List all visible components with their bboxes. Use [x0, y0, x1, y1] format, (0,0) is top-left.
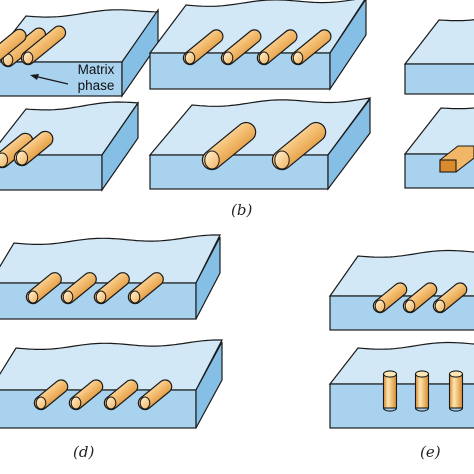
block-e-top	[328, 249, 474, 331]
block-a-bottom	[0, 101, 140, 192]
fiber	[432, 282, 468, 314]
fiber-end-cap	[27, 290, 39, 304]
matrix-phase-annotation: Matrix phase	[70, 62, 122, 94]
matrix-front-face	[149, 154, 329, 190]
vertical-fiber-top	[382, 370, 398, 378]
fiber-end-cap	[139, 396, 151, 410]
vertical-fiber-base	[382, 407, 398, 412]
matrix-top-face	[148, 0, 366, 54]
fiber	[25, 272, 62, 305]
fiber	[0, 27, 47, 68]
fiber	[127, 272, 164, 305]
fiber	[20, 25, 67, 66]
matrix-top-face	[328, 249, 474, 297]
fiber	[271, 121, 327, 171]
vertical-fiber	[414, 370, 430, 412]
block-a-top	[0, 8, 160, 98]
fiber	[33, 379, 69, 411]
matrix-top-face	[0, 234, 221, 284]
fiber-end-cap	[404, 299, 416, 313]
fiber-end-cap	[184, 51, 196, 65]
fiber	[68, 379, 104, 411]
fiber	[256, 29, 298, 66]
fiber	[60, 272, 97, 305]
fiber-end-cap	[129, 290, 141, 304]
panel-label-d: (d)	[73, 443, 95, 461]
fiber-end-cap	[62, 290, 74, 304]
matrix-front-face	[0, 389, 197, 429]
fiber-body	[2, 28, 45, 66]
block-c-bottom	[403, 107, 474, 189]
matrix-phase-arrow	[30, 74, 69, 85]
fiber-end-cap	[15, 150, 29, 166]
vertical-fiber-top	[448, 370, 464, 378]
vertical-fiber	[448, 370, 464, 412]
matrix-front-face	[404, 63, 474, 95]
matrix-front-face	[0, 61, 123, 97]
block-e-bottom	[328, 341, 474, 429]
fiber	[220, 29, 262, 66]
matrix-side-face	[329, 0, 367, 91]
panel-label-e: (e)	[420, 443, 441, 461]
fiber-body	[0, 29, 26, 60]
fiber-end-cap	[374, 299, 386, 313]
fiber	[137, 379, 173, 411]
fiber	[93, 272, 130, 305]
block-b-bottom	[148, 97, 372, 191]
fiber-end-cap	[222, 51, 234, 65]
matrix-label: Matrix	[77, 62, 115, 77]
vertical-fiber-body	[448, 373, 464, 409]
fiber-end-cap	[258, 51, 270, 65]
fiber	[201, 121, 257, 171]
matrix-side-face	[101, 101, 139, 192]
vertical-fiber-top	[414, 370, 430, 378]
vertical-fiber	[382, 370, 398, 412]
fiber-end-cap	[434, 299, 446, 313]
matrix-top-face	[403, 19, 474, 65]
matrix-side-face	[195, 341, 223, 429]
fiber	[103, 379, 139, 411]
platelet-front	[439, 159, 457, 173]
block-b-top	[148, 0, 367, 91]
fiber-end-cap	[70, 396, 82, 410]
fiber	[182, 29, 224, 66]
matrix-top-face	[403, 107, 474, 155]
vertical-fiber-base	[448, 407, 464, 412]
fiber-end-cap	[204, 150, 220, 170]
fiber	[0, 28, 27, 62]
matrix-side-face	[327, 97, 371, 191]
vertical-fiber-base	[414, 407, 430, 412]
fiber-end-cap	[105, 396, 117, 410]
block-d-top	[0, 234, 221, 320]
fiber-end-cap	[35, 396, 47, 410]
fiber	[290, 29, 332, 66]
block-c-top	[403, 19, 474, 95]
fiber	[402, 282, 438, 314]
vertical-fiber-body	[382, 373, 398, 409]
matrix-side-face	[195, 236, 221, 320]
fiber	[13, 130, 54, 167]
vertical-fiber-body	[414, 373, 430, 409]
matrix-top-face	[328, 341, 474, 385]
fiber-end-cap	[22, 51, 34, 65]
fiber	[372, 282, 408, 314]
matrix-top-face	[0, 339, 223, 391]
panel-label-b: (b)	[231, 201, 253, 219]
fiber-end-cap	[0, 152, 9, 168]
fiber-end-cap	[292, 51, 304, 65]
fiber-end-cap	[95, 290, 107, 304]
block-d-bottom	[0, 339, 223, 429]
fiber-body	[22, 26, 65, 64]
fiber-end-cap	[274, 150, 290, 170]
fiber	[0, 132, 34, 169]
phase-label: phase	[77, 78, 115, 93]
